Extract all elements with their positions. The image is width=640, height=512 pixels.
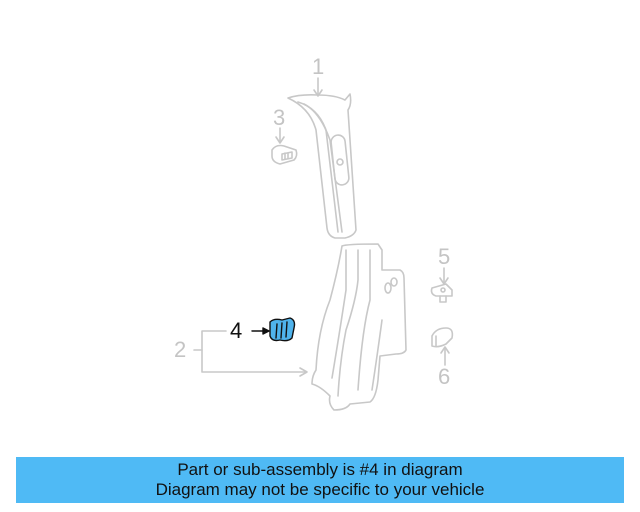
clip-part-5 xyxy=(430,267,453,303)
clip-part-6 xyxy=(431,327,454,366)
callout-label-3: 3 xyxy=(273,105,286,130)
banner-part-line: Part or sub-assembly is #4 in diagram xyxy=(177,460,463,479)
info-banner: Part or sub-assembly is #4 in diagram Di… xyxy=(16,457,624,503)
callout-label-4: 4 xyxy=(230,318,243,343)
callout-2-bracket xyxy=(193,330,308,377)
pillar-trim-upper-part xyxy=(287,77,357,239)
callout-label-6: 6 xyxy=(438,364,451,389)
clip-part-3 xyxy=(271,127,298,165)
parts-diagram: 1 2 3 4 5 6 xyxy=(174,54,454,411)
callout-label-1: 1 xyxy=(312,54,325,79)
quarter-trim-lower-part xyxy=(311,243,407,411)
callout-label-5: 5 xyxy=(438,244,451,269)
callout-label-2: 2 xyxy=(174,337,187,362)
diagram-drawing xyxy=(193,77,454,411)
banner-disclaimer-line: Diagram may not be specific to your vehi… xyxy=(155,480,485,499)
highlighted-part-4 xyxy=(251,317,296,342)
